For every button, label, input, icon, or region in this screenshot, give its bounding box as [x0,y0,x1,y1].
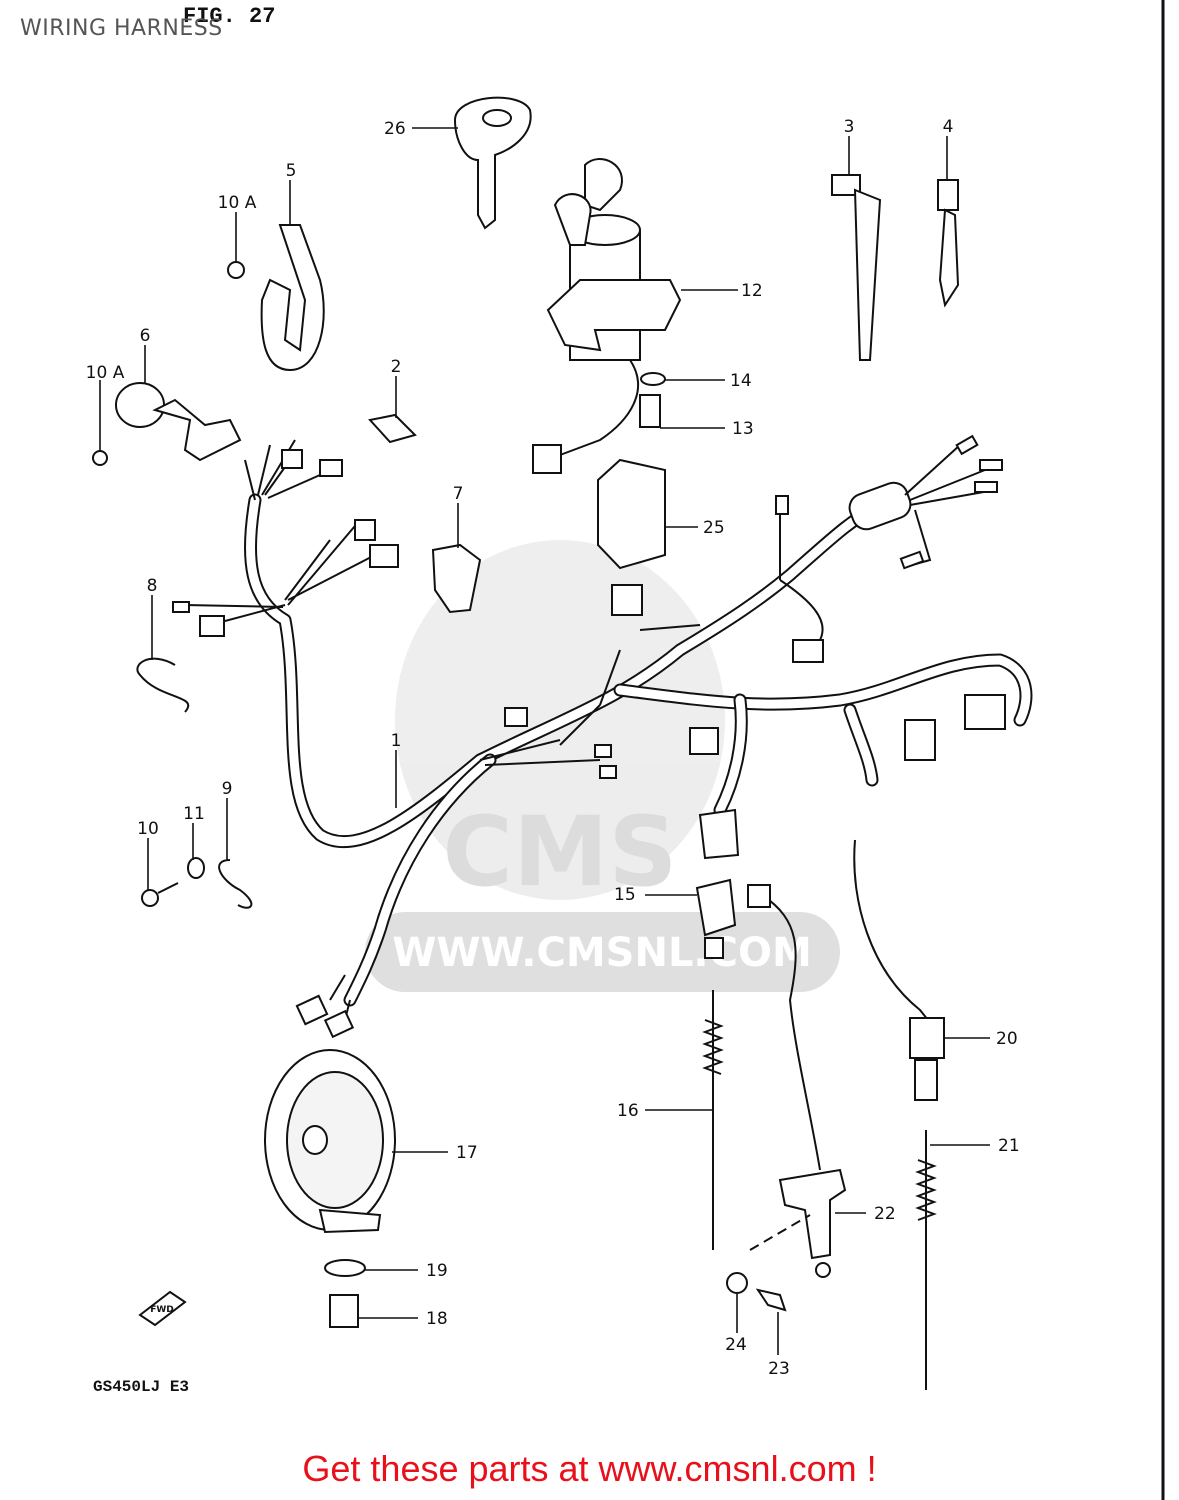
horn-fasteners [324,1259,366,1328]
fwd-arrow: FWD [138,1290,187,1327]
callout-labels: 1 2 3 4 5 6 7 8 9 10 10 A 10 A 11 12 13 … [86,117,1020,1379]
clip-7 [431,543,482,614]
callout-11[interactable]: 11 [183,804,205,824]
callout-12[interactable]: 12 [741,281,763,301]
cable-ties [831,174,960,361]
callout-7[interactable]: 7 [453,484,464,504]
callout-2[interactable]: 2 [391,357,402,377]
callout-19[interactable]: 19 [426,1261,448,1281]
callout-25[interactable]: 25 [703,518,725,538]
callout-3[interactable]: 3 [844,117,855,137]
callout-5[interactable]: 5 [286,161,297,181]
small-fasteners [136,657,253,909]
fuse-clip-2 [368,413,417,444]
spring-16 [702,990,724,1250]
callout-10a-left[interactable]: 10 A [86,363,125,383]
callout-1[interactable]: 1 [391,731,402,751]
get-parts-link[interactable]: Get these parts at www.cmsnl.com ! [302,1448,877,1489]
model-code: GS450LJ E3 [93,1378,190,1396]
callout-4[interactable]: 4 [943,117,954,137]
figure-label: FIG. 27 [183,4,276,29]
switch-22 [726,884,847,1312]
callout-18[interactable]: 18 [426,1309,448,1329]
fwd-label: FWD [150,1305,174,1315]
main-harness [184,439,1033,1021]
callout-26[interactable]: 26 [384,119,406,139]
relay-25 [597,458,666,570]
watermark-url: WWW.CMSNL.COM [392,930,812,976]
callout-9[interactable]: 9 [222,779,233,799]
callout-6[interactable]: 6 [140,326,151,346]
switch-15 [695,808,740,959]
clamp-6 [92,382,242,466]
leader-lines [99,127,990,1355]
callout-24[interactable]: 24 [725,1335,747,1355]
clamp-5 [227,224,325,372]
callout-15[interactable]: 15 [614,885,636,905]
callout-23[interactable]: 23 [768,1359,790,1379]
ignition-switch [532,158,682,474]
callout-16[interactable]: 16 [617,1101,639,1121]
page-title: WIRING HARNESS [20,16,223,41]
callout-21[interactable]: 21 [998,1136,1020,1156]
callout-13[interactable]: 13 [732,419,754,439]
callout-10[interactable]: 10 [137,819,159,839]
key-blank [453,96,532,230]
horn-17 [264,1049,396,1234]
callout-17[interactable]: 17 [456,1143,478,1163]
callout-14[interactable]: 14 [730,371,752,391]
callout-8[interactable]: 8 [147,576,158,596]
harness-connectors [172,434,1006,1039]
switch-20 [853,839,945,1390]
callout-22[interactable]: 22 [874,1204,896,1224]
watermark-brand: CMS [442,796,677,908]
callout-10a-top[interactable]: 10 A [218,193,257,213]
callout-20[interactable]: 20 [996,1029,1018,1049]
